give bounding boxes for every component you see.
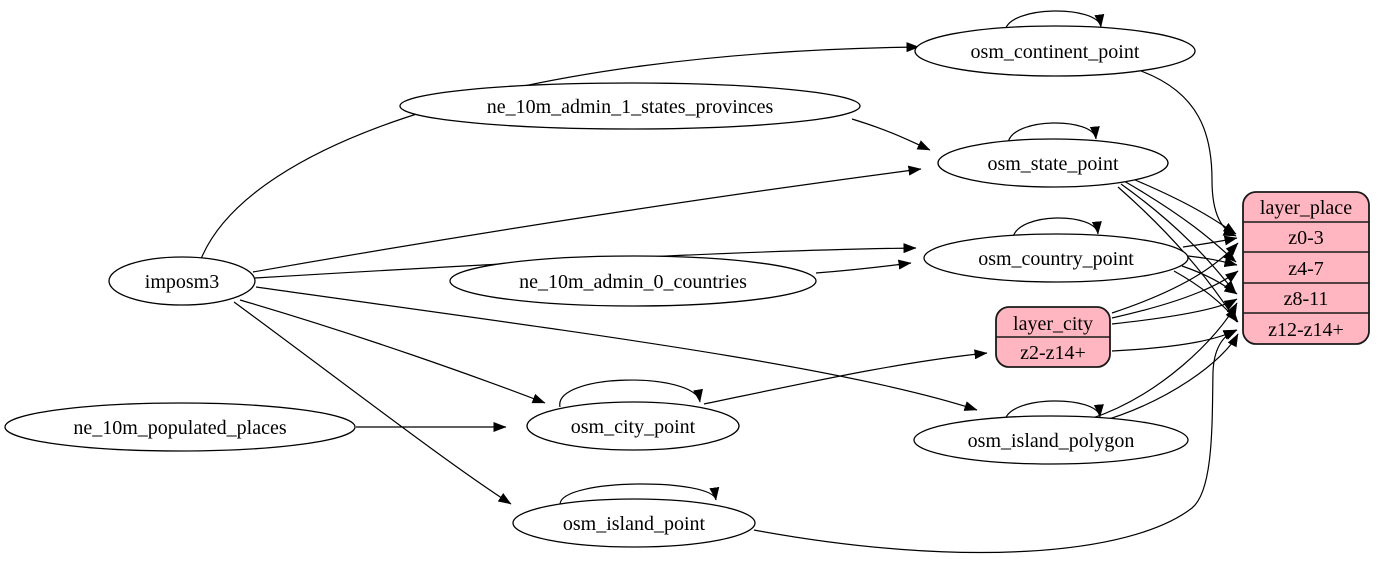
table-layer_place: layer_place z0-3 z4-7 z8-11 z12-z14+ (1242, 191, 1370, 345)
osm_continent_point-label: osm_continent_point (971, 41, 1140, 63)
node-osm_island_polygon: osm_island_polygon (913, 415, 1189, 465)
ne_10m_admin_0_countries-ellipse (449, 255, 817, 307)
edge-osm_country_point-to-layer_place-z4 (1187, 255, 1238, 268)
edge-imposm3-to-osm_state_point (252, 165, 922, 273)
selfloop-osm_island_point (559, 483, 720, 505)
osm_island_point-label: osm_island_point (563, 513, 706, 535)
node-osm_state_point: osm_state_point (937, 138, 1169, 188)
ne_10m_admin_0_countries-label: ne_10m_admin_0_countries (519, 271, 747, 293)
edge-osm_island_point-to-layer_place-z12 (753, 329, 1237, 554)
node-osm_island_point: osm_island_point (512, 498, 756, 548)
layer_place-row-z8-11: z8-11 (1284, 288, 1329, 310)
edge-osm_city_point-to-layer_city-z2 (703, 349, 988, 405)
edge-osm_state_point-to-layer_place-z4 (1123, 180, 1237, 263)
node-osm_continent_point: osm_continent_point (914, 25, 1196, 77)
edge-imposm3-to-osm_city_point (239, 299, 546, 404)
edge-layer_city-to-layer_place-z0 (1111, 242, 1239, 314)
node-osm_city_point: osm_city_point (526, 401, 740, 451)
edge-ne_10m_admin_1_states_provinces-to-osm_state_point (851, 118, 931, 151)
selfloop-osm_island_polygon (1004, 400, 1104, 422)
selfloop-osm_city_point (559, 379, 703, 408)
layer_city-title: layer_city (1013, 313, 1093, 335)
node-ne_10m_admin_0_countries: ne_10m_admin_0_countries (449, 255, 817, 307)
node-imposm3: imposm3 (108, 256, 256, 306)
edge-layer_city-to-layer_place-z8 (1111, 298, 1238, 325)
node-ne_10m_admin_1_states_provinces: ne_10m_admin_1_states_provinces (399, 82, 861, 130)
layer_city-row-z2-z14: z2-z14+ (1020, 342, 1086, 364)
edge-osm_country_point-to-layer_place-z12 (1173, 270, 1239, 323)
table-layer_city: layer_city z2-z14+ (995, 306, 1111, 368)
ne_10m_populated_places-label: ne_10m_populated_places (73, 417, 286, 439)
ne_10m_admin_1_states_provinces-ellipse (399, 82, 861, 130)
edge-layer_city-to-layer_place-z4 (1111, 270, 1239, 319)
ne_10m_populated_places-ellipse (4, 402, 356, 452)
layer_place-row-z12-z14: z12-z14+ (1268, 319, 1344, 341)
edge-ne_10m_admin_0_countries-to-osm_country_point (815, 259, 912, 274)
edge-osm_island_polygon-to-layer_place-z12 (1095, 333, 1239, 424)
layer_place-row-z0-3: z0-3 (1288, 227, 1324, 249)
node-ne_10m_populated_places: ne_10m_populated_places (4, 402, 356, 452)
imposm3-ellipse (108, 256, 256, 306)
layer_place-box (1242, 191, 1370, 345)
edge-osm_island_polygon-to-layer_place-z8 (1089, 302, 1238, 420)
edge-imposm3-to-osm_island_point (233, 301, 512, 505)
osm_island_polygon-ellipse (913, 415, 1189, 465)
selfloop-osm_country_point (1012, 217, 1102, 239)
layer_place-title: layer_place (1260, 197, 1352, 219)
node-osm_country_point: osm_country_point (923, 233, 1189, 283)
imposm3-label: imposm3 (145, 271, 219, 293)
osm_state_point-ellipse (937, 138, 1169, 188)
edge-imposm3-to-osm_island_polygon (255, 286, 978, 411)
edge-imposm3-to-osm_continent_point (200, 42, 920, 260)
osm_city_point-ellipse (526, 401, 740, 451)
osm_continent_point-ellipse (914, 25, 1196, 77)
edge-osm_state_point-to-layer_place-z0 (1127, 176, 1237, 235)
osm_city_point-label: osm_city_point (571, 416, 696, 438)
osm_island_point-ellipse (512, 498, 756, 548)
osm_island_polygon-label: osm_island_polygon (968, 430, 1135, 452)
osm_state_point-label: osm_state_point (987, 153, 1119, 175)
selfloop-osm_continent_point (1004, 10, 1105, 32)
edge-osm_country_point-to-layer_place-z0 (1182, 235, 1238, 248)
osm_country_point-label: osm_country_point (978, 248, 1134, 270)
edges (200, 10, 1239, 554)
layer_place-row-z4-7: z4-7 (1288, 258, 1324, 280)
edge-osm_country_point-to-layer_place-z8 (1181, 265, 1238, 295)
selfloop-osm_state_point (1007, 122, 1100, 144)
ne_10m_admin_1_states_provinces-label: ne_10m_admin_1_states_provinces (487, 96, 774, 118)
osm_country_point-ellipse (923, 233, 1189, 283)
